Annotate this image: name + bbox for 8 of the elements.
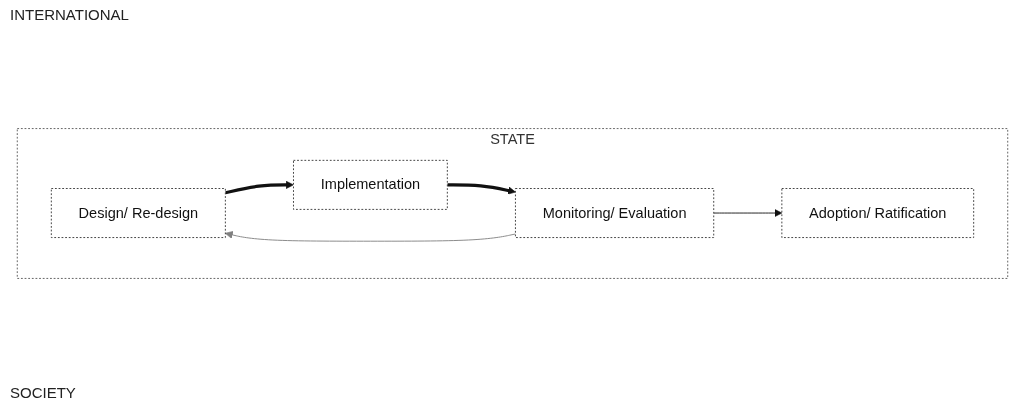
node-box: Implementation [293,159,448,210]
node-box: Monitoring/ Evaluation [515,188,715,238]
node-box: Design/ Re-design [50,188,226,238]
node-box: Adoption/ Ratification [781,188,975,238]
arrow [225,180,294,195]
arrow [447,183,516,195]
area-label: INTERNATIONAL [10,6,129,23]
area-label: SOCIETY [10,384,76,401]
